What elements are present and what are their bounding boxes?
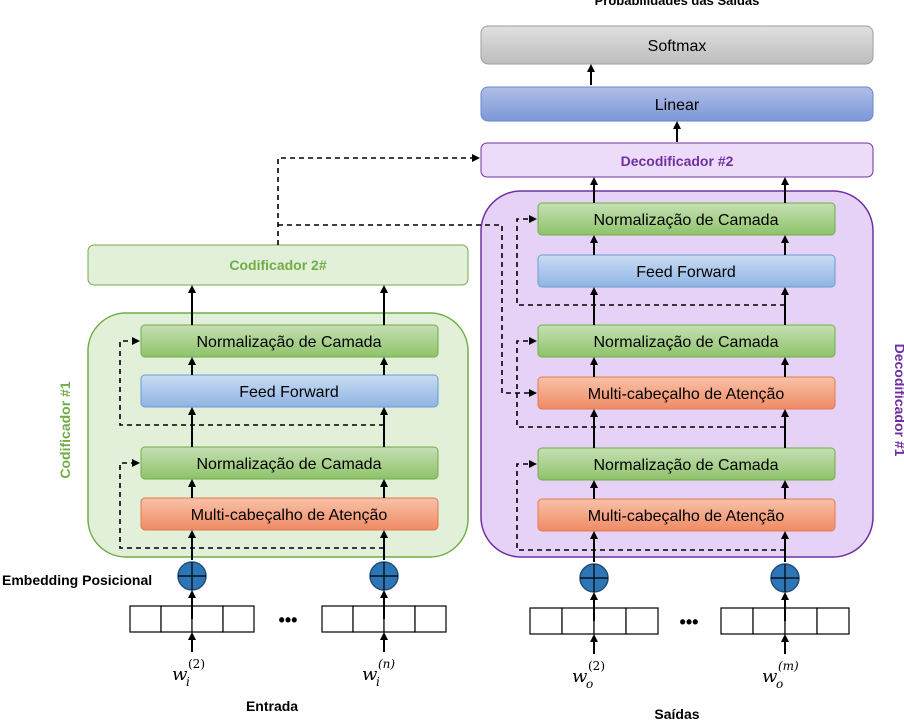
decoder-ellipsis: •••	[680, 612, 699, 632]
output-probabilities-title: Probabilidades das Saídas	[595, 0, 760, 8]
positional-embedding-label: Embedding Posicional	[2, 572, 152, 588]
encoder-mha	[140, 497, 439, 531]
encoder-decoder-connections	[277, 154, 537, 397]
encoder-feedforward	[140, 374, 439, 408]
encoder-layernorm-top	[140, 324, 439, 358]
decoder-mha-self	[537, 498, 836, 532]
svg-text:i: i	[186, 675, 190, 689]
encoder-plus-left	[177, 561, 207, 591]
softmax-label: Softmax	[648, 38, 707, 55]
encoder-layernorm-top-label: Normalização de Camada	[197, 334, 382, 351]
encoder1-container	[87, 312, 469, 558]
input-token-first: w i (2)	[172, 657, 205, 689]
decoder-feedforward-label: Feed Forward	[636, 264, 736, 281]
svg-text:(2): (2)	[188, 657, 205, 671]
output-label: Saídas	[654, 706, 699, 722]
decoder-layernorm-3	[537, 202, 836, 236]
output-token-last: w o (m)	[762, 659, 799, 691]
decoder-layernorm-3-label: Normalização de Camada	[594, 212, 779, 229]
decoder2-label: Decodificador #2	[621, 153, 734, 169]
svg-text:o: o	[776, 677, 783, 691]
embedding-vectors	[129, 605, 850, 635]
decoder-plus-left	[579, 563, 609, 593]
svg-text:w: w	[362, 664, 378, 685]
decoder-feedforward	[537, 254, 836, 288]
decoder-layernorm-1-label: Normalização de Camada	[594, 457, 779, 474]
encoder-layernorm-bottom	[140, 446, 439, 480]
encoder-ellipsis: •••	[279, 610, 298, 630]
svg-text:w: w	[172, 664, 188, 685]
decoder1-label: Decodificador #1	[892, 344, 904, 457]
decoder-residual-connections	[516, 215, 785, 551]
linear-label: Linear	[655, 97, 700, 114]
token-arrows	[188, 590, 789, 654]
svg-text:(2): (2)	[588, 659, 605, 673]
encoder-residual-connections	[119, 337, 384, 549]
output-token-first: w o (2)	[572, 659, 605, 691]
svg-text:(n): (n)	[378, 657, 395, 671]
svg-text:w: w	[572, 666, 588, 687]
decoder-layernorm-2	[537, 324, 836, 358]
svg-text:w: w	[762, 666, 778, 687]
svg-text:o: o	[586, 677, 593, 691]
encoder-feedforward-label: Feed Forward	[239, 384, 339, 401]
input-token-last: w i (n)	[362, 657, 395, 689]
decoder-mha-self-label: Multi-cabeçalho de Atenção	[588, 508, 785, 525]
encoder-flow-arrows	[188, 285, 388, 560]
encoder-layernorm-bottom-label: Normalização de Camada	[197, 456, 382, 473]
encoder-mha-label: Multi-cabeçalho de Atenção	[191, 507, 388, 524]
decoder-layernorm-2-label: Normalização de Camada	[594, 334, 779, 351]
decoder-layernorm-1	[537, 447, 836, 481]
svg-text:i: i	[376, 675, 380, 689]
decoder-flow-arrows	[590, 177, 789, 562]
softmax-block	[480, 25, 874, 65]
encoder1-label: Codificador #1	[57, 381, 73, 478]
svg-text:(m): (m)	[778, 659, 799, 673]
decoder-mha-cross-label: Multi-cabeçalho de Atenção	[588, 386, 785, 403]
decoder-plus-right	[770, 563, 800, 593]
input-label: Entrada	[246, 698, 298, 714]
encoder-plus-right	[369, 561, 399, 591]
decoder-mha-cross	[537, 376, 836, 410]
decoder2-block	[480, 142, 874, 178]
encoder2-label: Codificador 2#	[229, 257, 326, 273]
